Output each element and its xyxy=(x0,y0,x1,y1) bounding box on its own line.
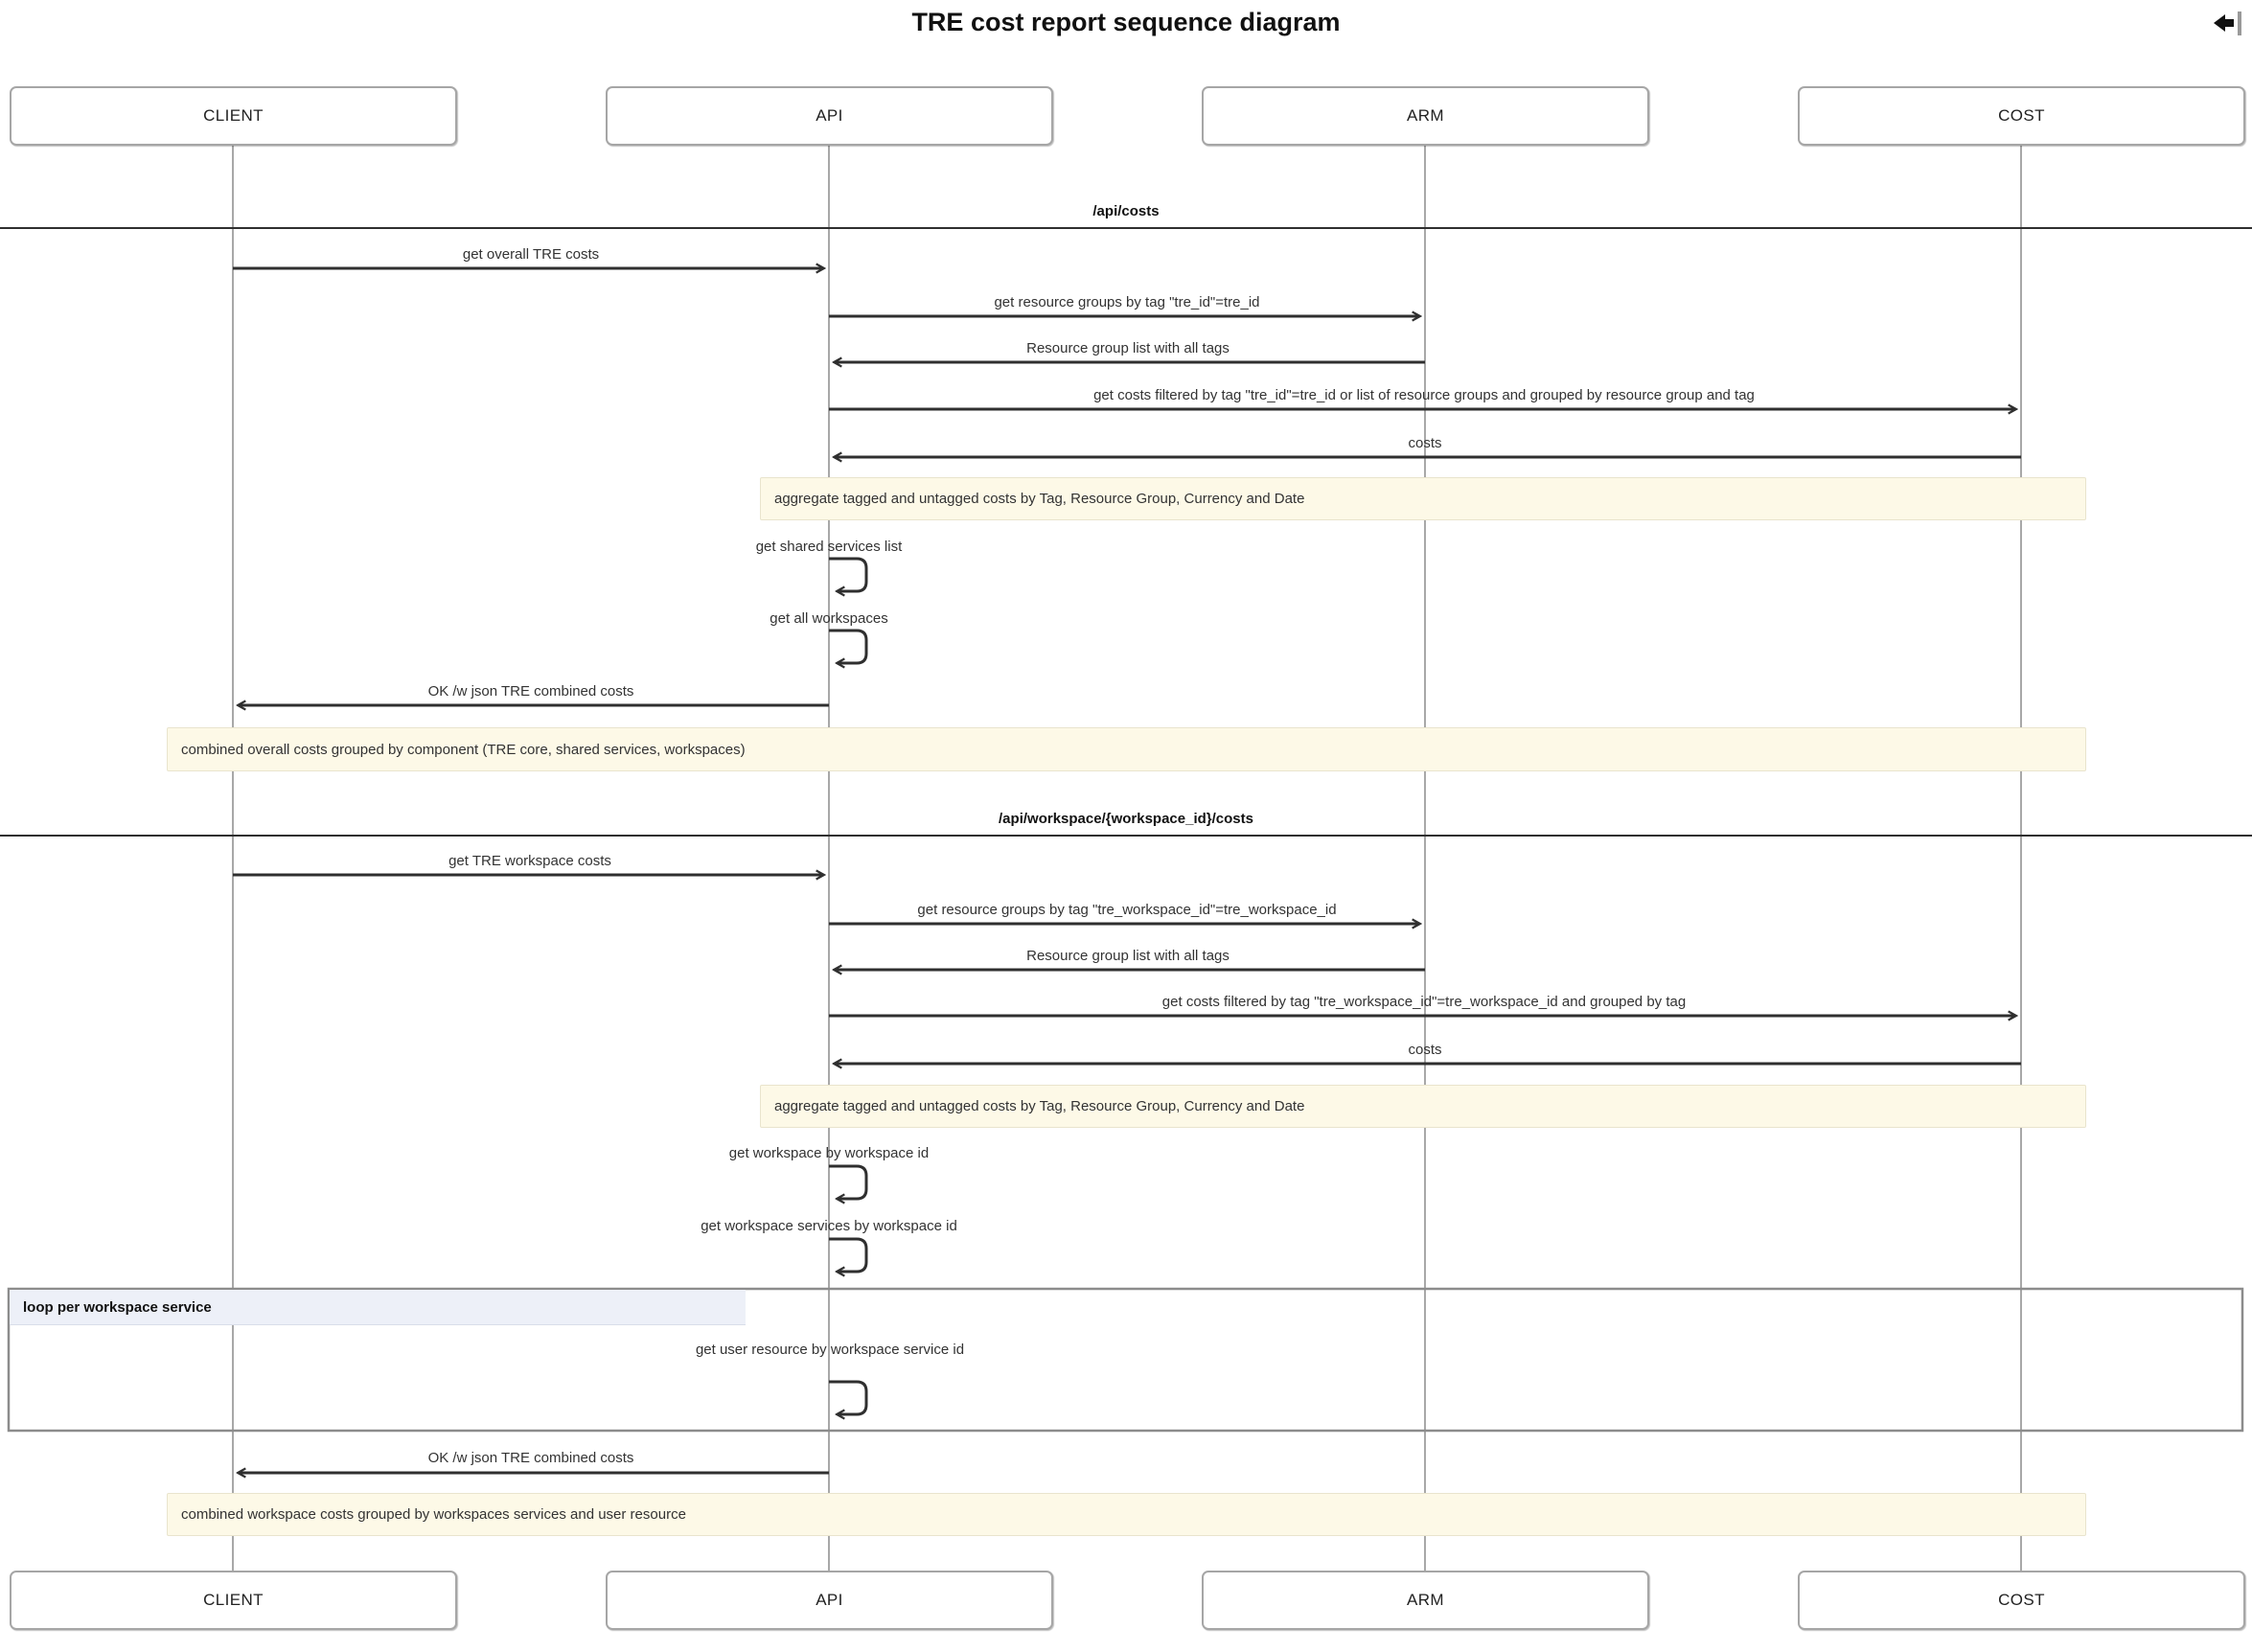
collapse-left-icon-stem xyxy=(2224,19,2234,27)
note-combined-overall-costs-text: combined overall costs grouped by compon… xyxy=(181,741,746,758)
page-title: TRE cost report sequence diagram xyxy=(911,8,1341,36)
msg-get-tre-workspace-costs: get TRE workspace costs xyxy=(448,853,611,869)
msg-get-workspace-services: get workspace services by workspace id xyxy=(701,1218,957,1234)
participant-api-label: API xyxy=(816,106,843,125)
participant-client-top: CLIENT xyxy=(10,86,457,146)
divider-api-workspace-costs: /api/workspace/{workspace_id}/costs xyxy=(999,811,1253,827)
note-combined-workspace-costs: combined workspace costs grouped by work… xyxy=(167,1493,2086,1536)
self-arrow-get-shared-services xyxy=(829,557,868,591)
self-arrow-get-user-resource xyxy=(829,1380,868,1414)
self-arrow-get-all-workspaces xyxy=(829,629,868,663)
msg-get-workspace-by-id: get workspace by workspace id xyxy=(728,1145,930,1161)
msg-ok-json-combined-costs-2: OK /w json TRE combined costs xyxy=(427,1450,634,1466)
lifelines xyxy=(232,144,2022,1571)
msg-ok-json-combined-costs-1: OK /w json TRE combined costs xyxy=(427,683,634,700)
collapse-left-icon-arrowhead xyxy=(2214,14,2225,32)
self-arrow-get-workspace-by-id xyxy=(829,1164,868,1199)
loop-frame xyxy=(7,1287,2244,1433)
self-arrow-get-workspace-services xyxy=(829,1237,868,1272)
loop-label: loop per workspace service xyxy=(23,1298,212,1316)
msg-resource-group-list-2: Resource group list with all tags xyxy=(1026,948,1229,964)
collapse-left-icon-bar xyxy=(2238,11,2241,35)
note-combined-overall-costs: combined overall costs grouped by compon… xyxy=(167,727,2086,771)
participant-arm-label-bottom: ARM xyxy=(1407,1591,1444,1609)
participant-cost-label: COST xyxy=(1998,106,2045,125)
msg-get-shared-services-list: get shared services list xyxy=(755,539,903,555)
msg-get-resource-groups-workspace-id: get resource groups by tag "tre_workspac… xyxy=(917,902,1337,918)
msg-get-resource-groups-tre-id: get resource groups by tag "tre_id"=tre_… xyxy=(994,294,1260,310)
participant-arm-label: ARM xyxy=(1407,106,1444,125)
participant-client-label-bottom: CLIENT xyxy=(203,1591,264,1609)
participant-cost-label-bottom: COST xyxy=(1998,1591,2045,1609)
note-aggregate-costs-1: aggregate tagged and untagged costs by T… xyxy=(760,477,2086,520)
msg-costs-2: costs xyxy=(1408,1042,1442,1058)
participant-api-top: API xyxy=(606,86,1053,146)
participant-cost-bottom: COST xyxy=(1798,1571,2245,1630)
divider-api-costs: /api/costs xyxy=(1092,203,1160,219)
msg-resource-group-list-1: Resource group list with all tags xyxy=(1026,340,1229,356)
msg-costs-1: costs xyxy=(1408,435,1442,451)
msg-get-all-workspaces: get all workspaces xyxy=(770,610,888,627)
participant-arm-bottom: ARM xyxy=(1202,1571,1649,1630)
participant-api-bottom: API xyxy=(606,1571,1053,1630)
participant-api-label-bottom: API xyxy=(816,1591,843,1609)
note-aggregate-costs-2-text: aggregate tagged and untagged costs by T… xyxy=(774,1098,1305,1114)
collapse-left-icon[interactable] xyxy=(2212,11,2244,36)
msg-get-costs-filtered-workspace-id: get costs filtered by tag "tre_workspace… xyxy=(1161,994,1687,1010)
participant-arm-top: ARM xyxy=(1202,86,1649,146)
participant-client-label: CLIENT xyxy=(203,106,264,125)
participant-cost-top: COST xyxy=(1798,86,2245,146)
loop-label-band: loop per workspace service xyxy=(10,1290,746,1325)
msg-get-overall-tre-costs: get overall TRE costs xyxy=(462,246,600,263)
participant-client-bottom: CLIENT xyxy=(10,1571,457,1630)
note-aggregate-costs-1-text: aggregate tagged and untagged costs by T… xyxy=(774,491,1305,507)
note-combined-workspace-costs-text: combined workspace costs grouped by work… xyxy=(181,1506,686,1523)
msg-get-user-resource: get user resource by workspace service i… xyxy=(695,1342,965,1358)
msg-get-costs-filtered-tre-id: get costs filtered by tag "tre_id"=tre_i… xyxy=(1093,387,1755,403)
note-aggregate-costs-2: aggregate tagged and untagged costs by T… xyxy=(760,1085,2086,1128)
